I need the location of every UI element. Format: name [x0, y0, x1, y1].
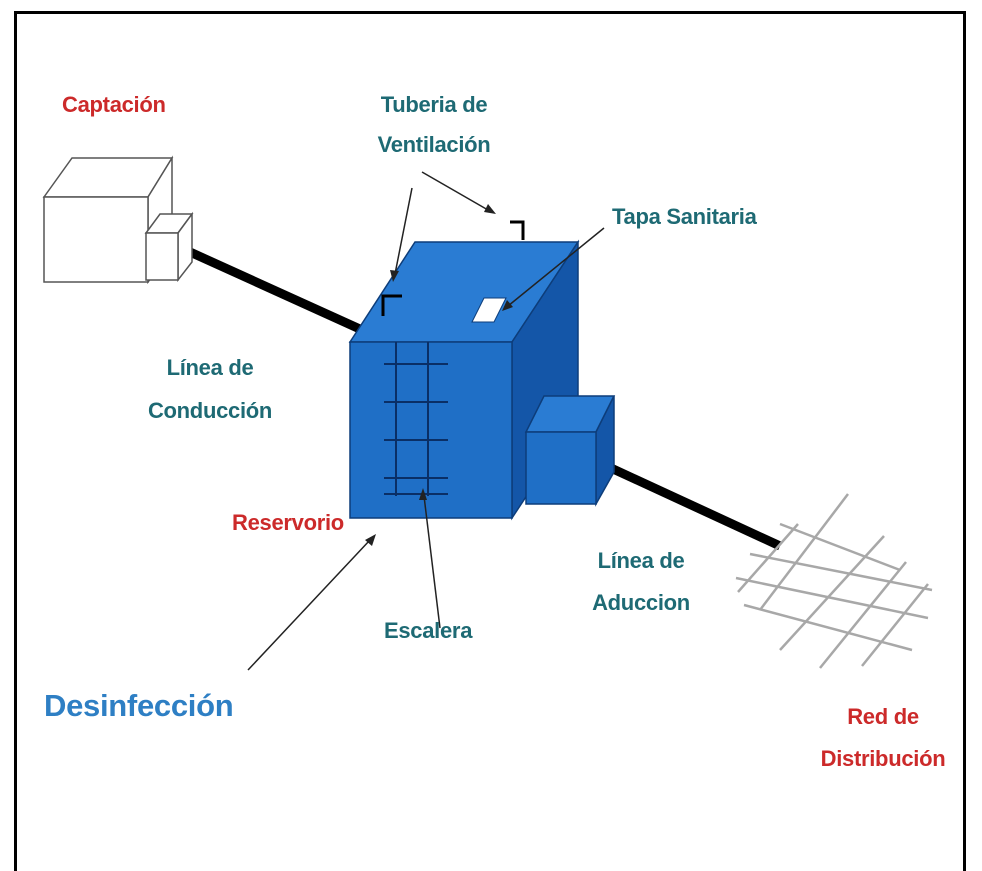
label-linea-conduccion-line1: Línea de	[167, 355, 254, 380]
ladder	[384, 342, 448, 496]
label-linea-aduccion-line2: Aduccion	[592, 590, 690, 615]
label-linea-aduccion-line1: Línea de	[598, 548, 685, 573]
diagram-frame	[14, 11, 966, 871]
conduction-pipe	[188, 247, 364, 335]
label-escalera: Escalera	[384, 618, 473, 643]
tank-front	[349, 341, 513, 519]
label-tuberia-line1: Tuberia de	[381, 92, 488, 117]
ventilation-pipe-left	[381, 294, 402, 316]
label-tuberia-line2: Ventilación	[378, 132, 491, 157]
label-tapa-sanitaria: Tapa Sanitaria	[612, 204, 758, 229]
label-red-distribucion-line1: Red de	[847, 704, 919, 729]
reservoir-tank	[348, 220, 580, 521]
pointer-arrows	[247, 171, 605, 671]
sanitary-lid	[471, 297, 507, 323]
distribution-grid	[735, 493, 933, 669]
label-linea-conduccion-line2: Conducción	[148, 398, 272, 423]
label-red-distribucion-line2: Distribución	[821, 746, 946, 771]
adduction-pipe	[596, 457, 782, 551]
captacion-structure	[42, 155, 194, 285]
ventilation-pipe-right	[510, 220, 525, 240]
label-reservorio: Reservorio	[232, 510, 344, 535]
label-desinfeccion: Desinfección	[44, 688, 233, 723]
disinfection-box	[524, 395, 616, 507]
label-captacion: Captación	[62, 92, 166, 117]
